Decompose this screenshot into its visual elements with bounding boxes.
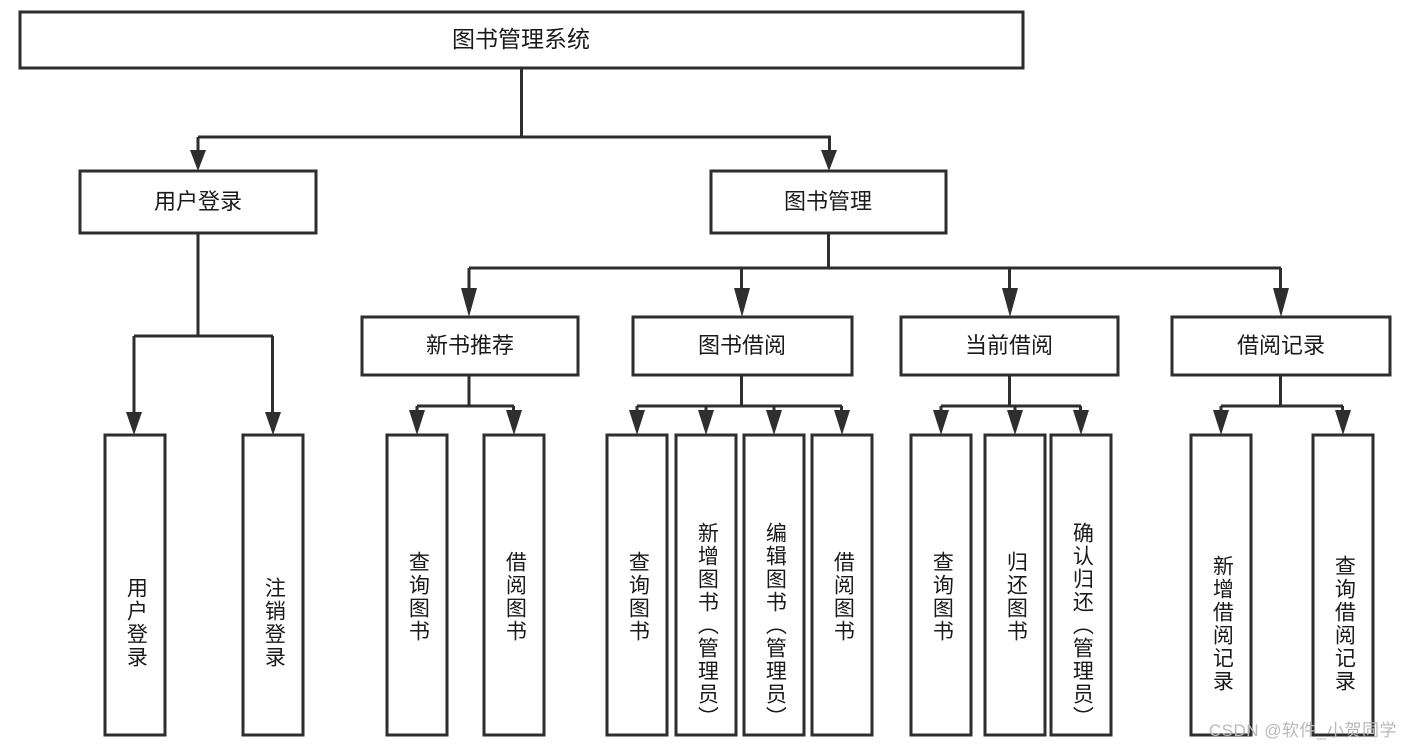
node-book-borrow-label: 图书借阅	[698, 333, 786, 358]
node-borrow-record[interactable]: 借阅记录	[1170, 315, 1392, 377]
arrow-recommend-leaf1	[409, 410, 425, 435]
node-borrow-record-box[interactable]	[1170, 315, 1392, 377]
arrow-borrow-leaf2	[698, 410, 714, 435]
node-leaf-query-book-borrow-box[interactable]	[605, 433, 669, 737]
node-borrow-record-label: 借阅记录	[1237, 333, 1325, 358]
node-leaf-edit-book-box[interactable]	[742, 433, 806, 737]
node-leaf-borrow-book-recommend-box[interactable]	[482, 433, 546, 737]
arrow-to-new-book-recommend	[461, 288, 477, 317]
arrow-root-to-book-manage	[821, 150, 837, 171]
arrow-user-login-leaf1	[126, 412, 142, 435]
arrow-record-leaf2	[1335, 410, 1351, 435]
node-user-login-label: 用户登录	[154, 189, 242, 214]
node-leaf-return-book-box[interactable]	[983, 433, 1047, 737]
csdn-watermark: CSDN @软件_小贺同学	[1208, 721, 1397, 740]
node-user-login-box[interactable]	[78, 169, 318, 235]
connector-new-book-recommend-to-leaves	[415, 375, 515, 414]
connector-root-to-level2	[196, 68, 831, 152]
node-current-borrow[interactable]: 当前借阅	[899, 315, 1120, 377]
node-leaf-query-book-recommend-box[interactable]	[385, 433, 449, 737]
connector-book-manage-to-level3	[467, 233, 1282, 290]
node-book-manage[interactable]: 图书管理	[709, 169, 948, 235]
arrow-current-leaf1	[933, 410, 949, 435]
arrow-user-login-leaf2	[265, 412, 281, 435]
arrow-to-borrow-record	[1273, 288, 1289, 317]
arrow-root-to-user-login	[190, 150, 206, 171]
arrow-borrow-leaf4	[834, 410, 850, 435]
node-leaf-add-book-box[interactable]	[674, 433, 738, 737]
arrow-to-book-borrow	[734, 288, 750, 317]
arrow-current-leaf2	[1007, 410, 1023, 435]
node-leaf-borrow-book-box[interactable]	[810, 433, 874, 737]
arrow-record-leaf1	[1213, 410, 1229, 435]
node-new-book-recommend-box[interactable]	[360, 315, 580, 377]
arrow-borrow-leaf3	[766, 410, 782, 435]
connector-current-borrow-to-leaves	[939, 375, 1082, 414]
node-root[interactable]: 图书管理系统	[18, 10, 1025, 70]
node-book-borrow-box[interactable]	[631, 315, 854, 377]
node-book-manage-box[interactable]	[709, 169, 948, 235]
node-leaf-user-login-box[interactable]	[103, 433, 167, 737]
node-leaf-add-borrow-record-box[interactable]	[1189, 433, 1253, 737]
connector-book-borrow-to-leaves	[635, 375, 843, 414]
node-leaf-query-book-current-box[interactable]	[909, 433, 973, 737]
node-current-borrow-box[interactable]	[899, 315, 1120, 377]
node-user-login[interactable]: 用户登录	[78, 169, 318, 235]
node-leaf-confirm-return-box[interactable]	[1049, 433, 1113, 737]
arrow-recommend-leaf2	[506, 410, 522, 435]
connector-layer	[126, 68, 1351, 435]
node-new-book-recommend[interactable]: 新书推荐	[360, 315, 580, 377]
node-new-book-recommend-label: 新书推荐	[426, 333, 514, 358]
node-root-box[interactable]	[18, 10, 1025, 70]
arrow-borrow-leaf1	[629, 410, 645, 435]
node-root-label: 图书管理系统	[452, 26, 590, 52]
node-book-borrow[interactable]: 图书借阅	[631, 315, 854, 377]
leaf-boxes-layer	[103, 433, 1375, 737]
node-book-manage-label: 图书管理	[784, 189, 872, 214]
connector-user-login-to-leaves	[132, 233, 274, 415]
node-leaf-query-borrow-record-box[interactable]	[1311, 433, 1375, 737]
arrow-current-leaf3	[1073, 410, 1089, 435]
node-leaf-logout-box[interactable]	[241, 433, 305, 737]
arrow-to-current-borrow	[1002, 288, 1018, 317]
node-current-borrow-label: 当前借阅	[965, 333, 1053, 358]
connector-borrow-record-to-leaves	[1219, 375, 1344, 414]
